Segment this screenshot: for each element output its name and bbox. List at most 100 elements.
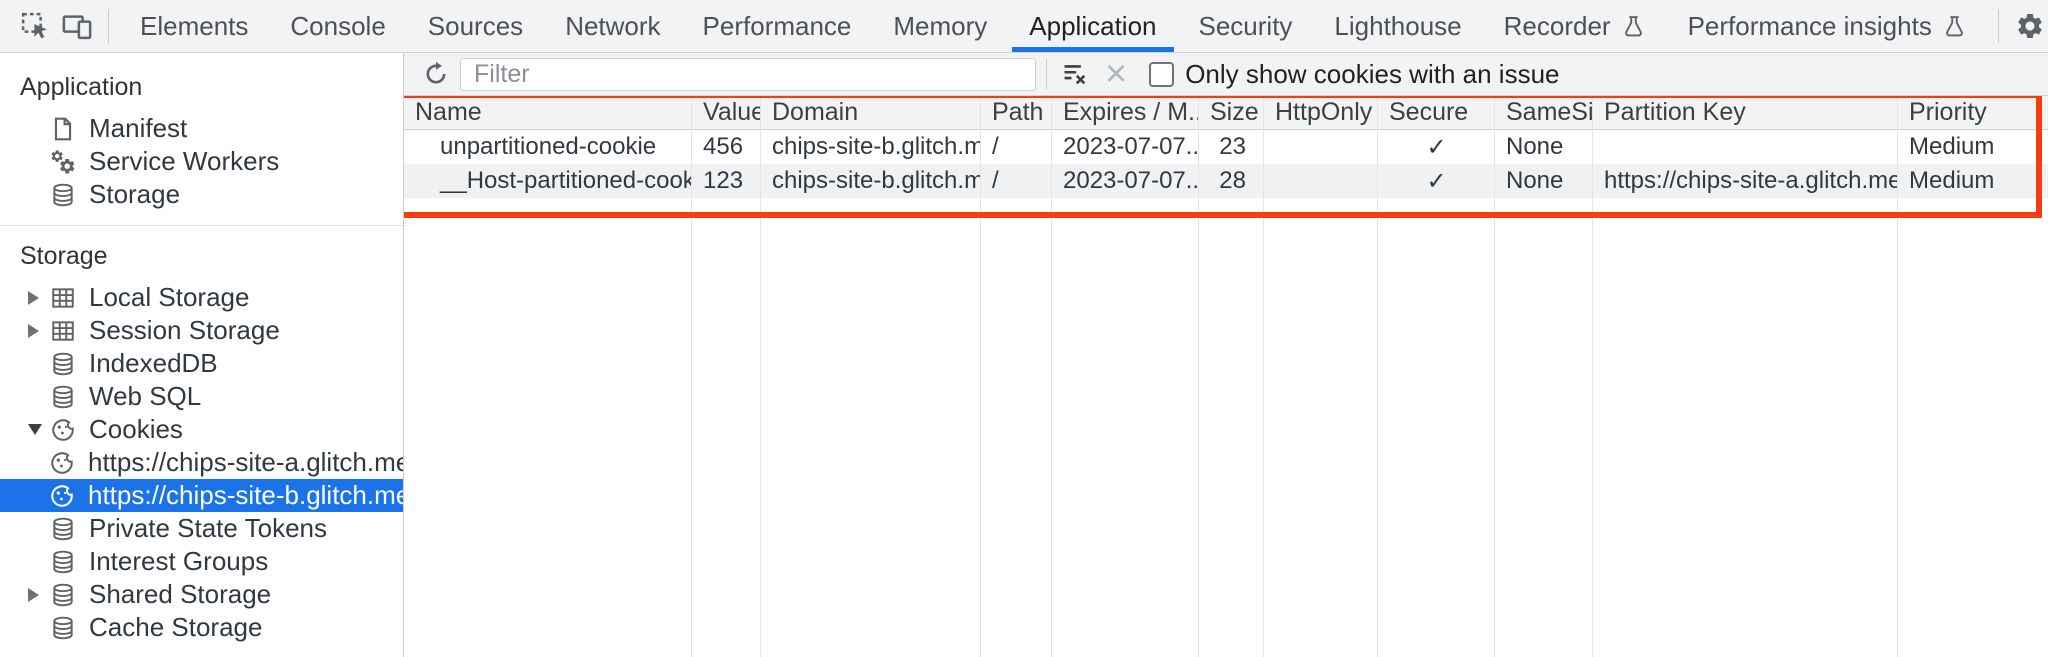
- sidebar-item-indexeddb[interactable]: IndexedDB: [0, 347, 403, 380]
- column-header-path[interactable]: Path: [992, 98, 1044, 126]
- cell-domain[interactable]: chips-site-b.glitch.me: [772, 133, 981, 160]
- clear-filter-icon[interactable]: [1055, 54, 1095, 94]
- tab-memory[interactable]: Memory: [893, 10, 988, 41]
- cell-size[interactable]: 28: [1219, 167, 1246, 194]
- column-header-secure[interactable]: Secure: [1389, 98, 1469, 126]
- cell-httponly[interactable]: [1264, 130, 1378, 164]
- cell-expires[interactable]: 2023-07-07...: [1063, 167, 1199, 194]
- database-icon: [50, 615, 76, 641]
- refresh-icon[interactable]: [416, 54, 456, 94]
- tab-security[interactable]: Security: [1198, 10, 1293, 41]
- sidebar-item-shared-storage[interactable]: Shared Storage: [0, 578, 403, 611]
- cell-partition-key[interactable]: [1593, 130, 1898, 164]
- cell-value[interactable]: 123: [703, 167, 744, 194]
- device-toolbar-icon[interactable]: [56, 5, 98, 47]
- tab-console[interactable]: Console: [290, 10, 386, 41]
- column-header-value[interactable]: Value: [703, 98, 761, 126]
- toolbar-separator: [108, 9, 109, 43]
- tab-elements[interactable]: Elements: [140, 10, 249, 41]
- table-grid-icon: [50, 318, 76, 344]
- chevron-right-icon[interactable]: [28, 587, 50, 602]
- tab-recorder[interactable]: Recorder: [1483, 0, 1667, 52]
- tab-sources[interactable]: Sources: [427, 10, 524, 41]
- cell-priority[interactable]: Medium: [1909, 133, 1995, 160]
- cell-path[interactable]: /: [992, 167, 999, 194]
- database-icon: [50, 182, 76, 208]
- sidebar-item-storage[interactable]: Storage: [0, 178, 403, 211]
- sidebar-item-local-storage[interactable]: Local Storage: [0, 281, 403, 314]
- database-icon: [50, 351, 76, 377]
- database-icon: [50, 582, 76, 608]
- table-header-row: Name Value Domain Path Expires / M... Si…: [404, 96, 2048, 130]
- cell-path[interactable]: /: [992, 133, 999, 160]
- chevron-down-icon[interactable]: [28, 424, 50, 435]
- sidebar-item-cookies-chips-site-b[interactable]: https://chips-site-b.glitch.me: [0, 479, 403, 512]
- database-icon: [50, 516, 76, 542]
- tab-application[interactable]: Application: [1008, 0, 1177, 52]
- cell-secure-checkmark[interactable]: ✓: [1426, 167, 1447, 195]
- chevron-right-icon[interactable]: [28, 290, 50, 305]
- cell-value[interactable]: 456: [703, 133, 744, 160]
- cookies-table: Name Value Domain Path Expires / M... Si…: [404, 96, 2048, 657]
- cell-samesite[interactable]: None: [1506, 133, 1564, 160]
- service-workers-gears-icon: [50, 149, 76, 175]
- flask-icon: [1621, 14, 1646, 39]
- cookie-icon: [50, 417, 76, 443]
- sidebar-item-cookies[interactable]: Cookies: [0, 413, 403, 446]
- cell-domain[interactable]: chips-site-b.glitch.me: [772, 167, 981, 194]
- tab-lighthouse[interactable]: Lighthouse: [1334, 10, 1462, 41]
- sidebar-item-web-sql[interactable]: Web SQL: [0, 380, 403, 413]
- filter-input[interactable]: [460, 57, 1036, 91]
- column-header-size[interactable]: Size: [1210, 98, 1259, 126]
- toolbar-separator: [1046, 59, 1047, 89]
- cell-name[interactable]: unpartitioned-cookie: [440, 133, 657, 160]
- column-header-partition-key[interactable]: Partition Key: [1604, 98, 1746, 126]
- cell-expires[interactable]: 2023-07-07...: [1063, 133, 1199, 160]
- reset-icon[interactable]: ×: [1105, 53, 1128, 95]
- section-title-storage: Storage: [20, 242, 108, 270]
- section-title-application: Application: [20, 73, 143, 101]
- cookies-toolbar: × Only show cookies with an issue: [404, 53, 2048, 96]
- sidebar-item-session-storage[interactable]: Session Storage: [0, 314, 403, 347]
- database-icon: [50, 384, 76, 410]
- column-header-name[interactable]: Name: [415, 98, 482, 126]
- chevron-right-icon[interactable]: [28, 323, 50, 338]
- tab-network[interactable]: Network: [565, 10, 661, 41]
- sidebar-item-interest-groups[interactable]: Interest Groups: [0, 545, 403, 578]
- cell-size[interactable]: 23: [1219, 133, 1246, 160]
- devtools-tabbar: Elements Console Sources Network Perform…: [0, 0, 2048, 53]
- sidebar-item-private-state-tokens[interactable]: Private State Tokens: [0, 512, 403, 545]
- sidebar-item-cookies-chips-site-a[interactable]: https://chips-site-a.glitch.me: [0, 446, 403, 479]
- cookie-icon: [49, 450, 75, 476]
- tabbar-right-controls: ×: [1988, 5, 2048, 47]
- document-icon: [50, 116, 76, 142]
- issue-only-checkbox[interactable]: [1149, 61, 1175, 87]
- table-row[interactable]: unpartitioned-cookie 456 chips-site-b.gl…: [404, 130, 2048, 164]
- gear-icon[interactable]: [2009, 5, 2048, 47]
- cell-httponly[interactable]: [1264, 164, 1378, 198]
- sidebar-item-service-workers[interactable]: Service Workers: [0, 145, 403, 178]
- column-header-httponly[interactable]: HttpOnly: [1275, 98, 1373, 126]
- database-icon: [50, 549, 76, 575]
- inspect-cursor-icon[interactable]: [14, 5, 56, 47]
- column-header-priority[interactable]: Priority: [1909, 98, 1987, 126]
- cookie-icon: [49, 483, 75, 509]
- tab-performance-insights[interactable]: Performance insights: [1667, 0, 1988, 52]
- sidebar-item-manifest[interactable]: Manifest: [0, 112, 403, 145]
- cookies-pane: × Only show cookies with an issue Name V…: [404, 53, 2048, 657]
- toolbar-separator: [1997, 9, 1999, 43]
- cell-partition-key[interactable]: https://chips-site-a.glitch.me: [1604, 167, 1898, 194]
- column-header-domain[interactable]: Domain: [772, 98, 859, 126]
- flask-icon: [1942, 14, 1967, 39]
- issue-only-checkbox-label[interactable]: Only show cookies with an issue: [1185, 58, 1560, 89]
- table-row[interactable]: __Host-partitioned-cookie 123 chips-site…: [404, 164, 2048, 198]
- cell-secure-checkmark[interactable]: ✓: [1426, 133, 1447, 161]
- tab-performance[interactable]: Performance: [702, 10, 852, 41]
- column-header-expires[interactable]: Expires / M...: [1063, 98, 1199, 126]
- cell-name[interactable]: __Host-partitioned-cookie: [440, 167, 692, 194]
- sidebar-item-cache-storage[interactable]: Cache Storage: [0, 611, 403, 644]
- cell-samesite[interactable]: None: [1506, 167, 1564, 194]
- cell-priority[interactable]: Medium: [1909, 167, 1995, 194]
- column-header-samesite[interactable]: SameSite: [1506, 98, 1593, 126]
- sidebar-section-divider: [0, 225, 403, 226]
